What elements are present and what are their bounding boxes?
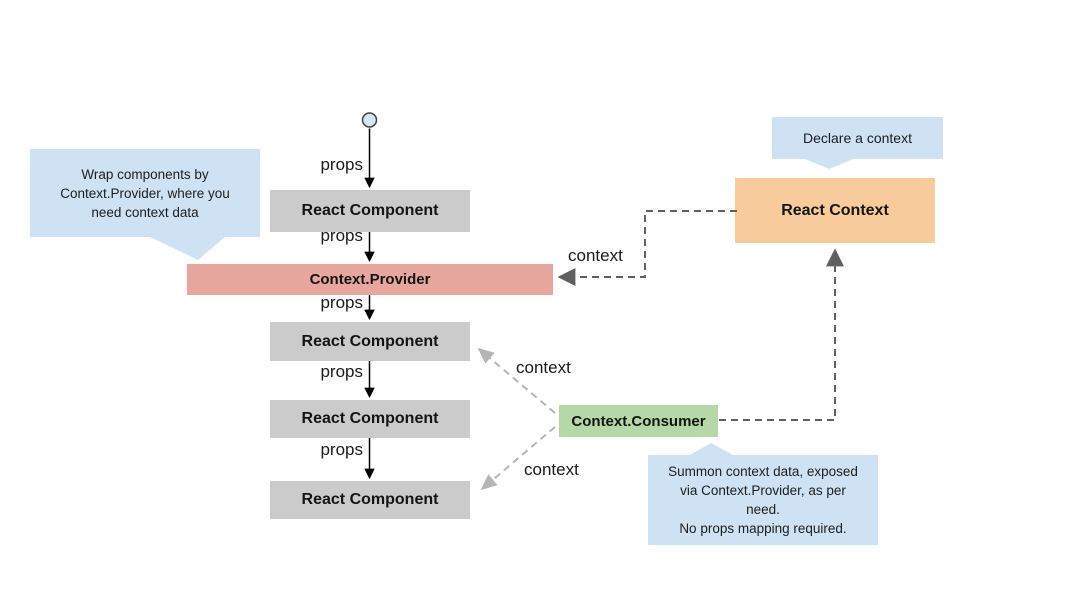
edge-label-context-upper: context — [516, 358, 571, 377]
edge-label-context-provider: context — [568, 246, 623, 265]
callout-summon-context: Summon context data, exposed via Context… — [648, 455, 878, 545]
node-react-component-4: React Component — [270, 481, 470, 519]
arrow-consumer-to-context — [719, 248, 844, 421]
node-react-context: React Context — [735, 178, 935, 243]
callout-wrap-provider: Wrap components by Context.Provider, whe… — [30, 149, 260, 237]
edge-label-props-4: props — [320, 362, 363, 381]
edge-label-props-2: props — [320, 226, 363, 245]
arrow-context-to-provider — [557, 210, 737, 286]
node-context-provider: Context.Provider — [187, 264, 553, 295]
callout-tail-declare — [803, 158, 856, 169]
start-node-icon — [361, 112, 378, 128]
node-context-consumer: Context.Consumer — [559, 405, 718, 437]
node-react-component-1: React Component — [270, 190, 470, 232]
callout-tail-wrap-provider — [148, 236, 226, 260]
edge-label-props-3: props — [320, 293, 363, 312]
edge-label-props-1: props — [320, 155, 363, 174]
node-react-component-2: React Component — [270, 322, 470, 361]
node-react-component-3: React Component — [270, 400, 470, 438]
callout-declare-context: Declare a context — [772, 117, 943, 159]
edge-label-context-lower: context — [524, 460, 579, 479]
edge-label-props-5: props — [320, 440, 363, 459]
